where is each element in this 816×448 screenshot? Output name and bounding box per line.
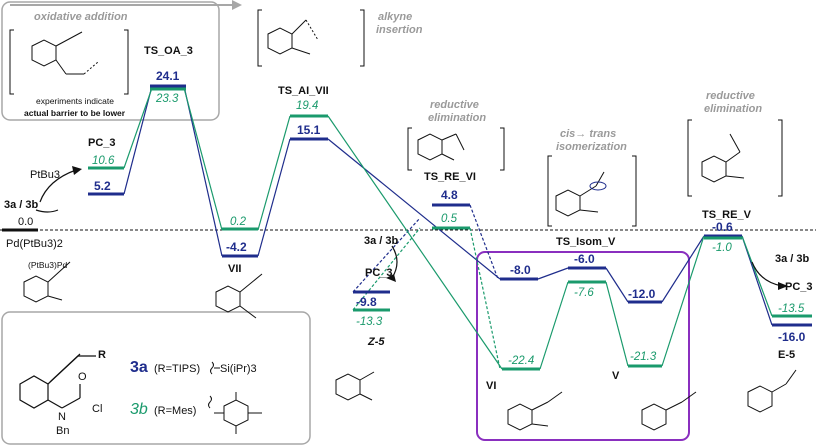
label-pc3-left: PC_3	[88, 137, 116, 149]
legend-box	[1, 311, 311, 445]
energy-pc3-green: 10.6	[92, 155, 115, 167]
label-ts-ai7: TS_AI_VII	[278, 85, 329, 97]
label-vii: VII	[228, 263, 241, 275]
ts-oa3-structure	[9, 29, 129, 95]
energy-ts-oa3-green: 23.3	[155, 93, 179, 105]
ts-re5-structure	[687, 119, 783, 197]
energy-ts-re5-blue: -0.6	[712, 220, 733, 234]
left-reagent-arrow	[35, 209, 59, 213]
energy-ts-re6-blue: 4.8	[441, 188, 458, 202]
label-z5: Z-5	[367, 336, 385, 348]
legend-3a-desc: (R=TIPS)	[154, 363, 200, 375]
z5-structure	[335, 371, 375, 401]
left-curved-arrow	[39, 169, 77, 203]
legend-structure	[19, 353, 96, 409]
energy-z5-green: -13.3	[356, 316, 383, 328]
green-levels	[88, 87, 812, 371]
pc3-structure	[23, 261, 71, 303]
label-ts-isom5: TS_Isom_V	[556, 236, 616, 248]
ts-ai7-structure	[257, 9, 365, 67]
energy-ts-ai7-blue: 15.1	[297, 123, 321, 137]
legend-R: R	[98, 349, 106, 361]
green-path-connectors	[123, 87, 773, 370]
ts-re6-structure	[407, 127, 505, 171]
oa-header-arrowhead	[232, 0, 242, 10]
energy-vi-green: -22.4	[508, 355, 534, 367]
header-oa: oxidative addition	[34, 11, 128, 23]
header-ai-1: alkyne	[378, 11, 412, 23]
label-pc3-right: PC_3	[785, 281, 813, 293]
header-re2-1: reductive	[706, 90, 755, 102]
label-ptbu3: PtBu3	[30, 169, 60, 181]
label-ts-oa3: TS_OA_3	[144, 45, 193, 57]
energy-pc3mid-blue: -9.8	[356, 295, 377, 309]
legend-3a: 3a	[130, 359, 148, 376]
energy-ts-isom5-blue: -6.0	[574, 252, 595, 266]
legend-Cl: Cl	[92, 403, 102, 415]
label-vi: VI	[486, 380, 496, 392]
blue-levels	[88, 84, 812, 327]
label-reagent-right: 3a / 3b	[775, 253, 810, 265]
header-ai-2: insertion	[376, 24, 423, 36]
header-re1-1: reductive	[430, 99, 479, 111]
tips-squiggle-icon	[210, 361, 220, 375]
energy-vii-blue: -4.2	[226, 240, 247, 254]
label-pd: Pd(PtBu3)2	[6, 238, 63, 250]
header-re1-2: elimination	[428, 112, 486, 124]
oa-note-line2: actual barrier to be lower	[24, 108, 126, 118]
energy-pc3-blue: 5.2	[94, 179, 111, 193]
mesityl-icon	[208, 392, 262, 434]
energy-vi-blue: -8.0	[510, 263, 531, 277]
header-re2-2: elimination	[704, 103, 762, 115]
oa-note-line1: experiments indicate	[36, 96, 114, 106]
vii-structure	[215, 273, 263, 319]
legend-N: N	[58, 411, 66, 423]
energy-v-blue: -12.0	[628, 287, 656, 301]
label-v: V	[612, 370, 620, 382]
label-e5: E-5	[778, 349, 795, 361]
legend-3b: 3b	[130, 401, 148, 418]
isomerization-highlight-box	[476, 251, 690, 441]
energy-ts-ai7-green: 19.4	[296, 100, 318, 112]
energy-ts-re6-green: 0.5	[441, 213, 458, 225]
label-pc3-mid: PC_3	[365, 267, 393, 279]
label-reagent-mid: 3a / 3b	[364, 235, 399, 247]
header-isom-2: isomerization	[556, 141, 627, 153]
energy-v-green: -21.3	[630, 351, 657, 363]
header-isom-1: cis→ trans	[560, 128, 616, 140]
energy-ts-re5-green: -1.0	[712, 242, 732, 254]
energy-ts-isom5-green: -7.6	[574, 287, 594, 299]
oxidative-addition-box	[1, 1, 220, 121]
legend-3a-group: Si(iPr)3	[220, 363, 257, 375]
label-ts-re5: TS_RE_V	[702, 209, 752, 221]
ts-isom5-structure	[547, 155, 637, 227]
v-structure	[641, 391, 697, 431]
legend-3b-desc: (R=Mes)	[154, 405, 196, 417]
e5-structure	[747, 369, 797, 413]
legend-O: O	[78, 371, 87, 383]
energy-e5-green: -13.5	[778, 303, 805, 315]
legend-Bn: Bn	[56, 425, 69, 437]
energy-pd: 0.0	[18, 216, 33, 228]
label-ts-re6: TS_RE_VI	[424, 171, 476, 183]
label-pd-fragment: (PtBu3)Pd	[28, 260, 67, 270]
energy-vii-green: 0.2	[230, 216, 247, 228]
energy-ts-oa3-blue: 24.1	[156, 69, 180, 83]
label-reagent-left: 3a / 3b	[4, 199, 39, 211]
energy-e5-blue: -16.0	[778, 330, 806, 344]
vi-structure	[507, 391, 563, 431]
